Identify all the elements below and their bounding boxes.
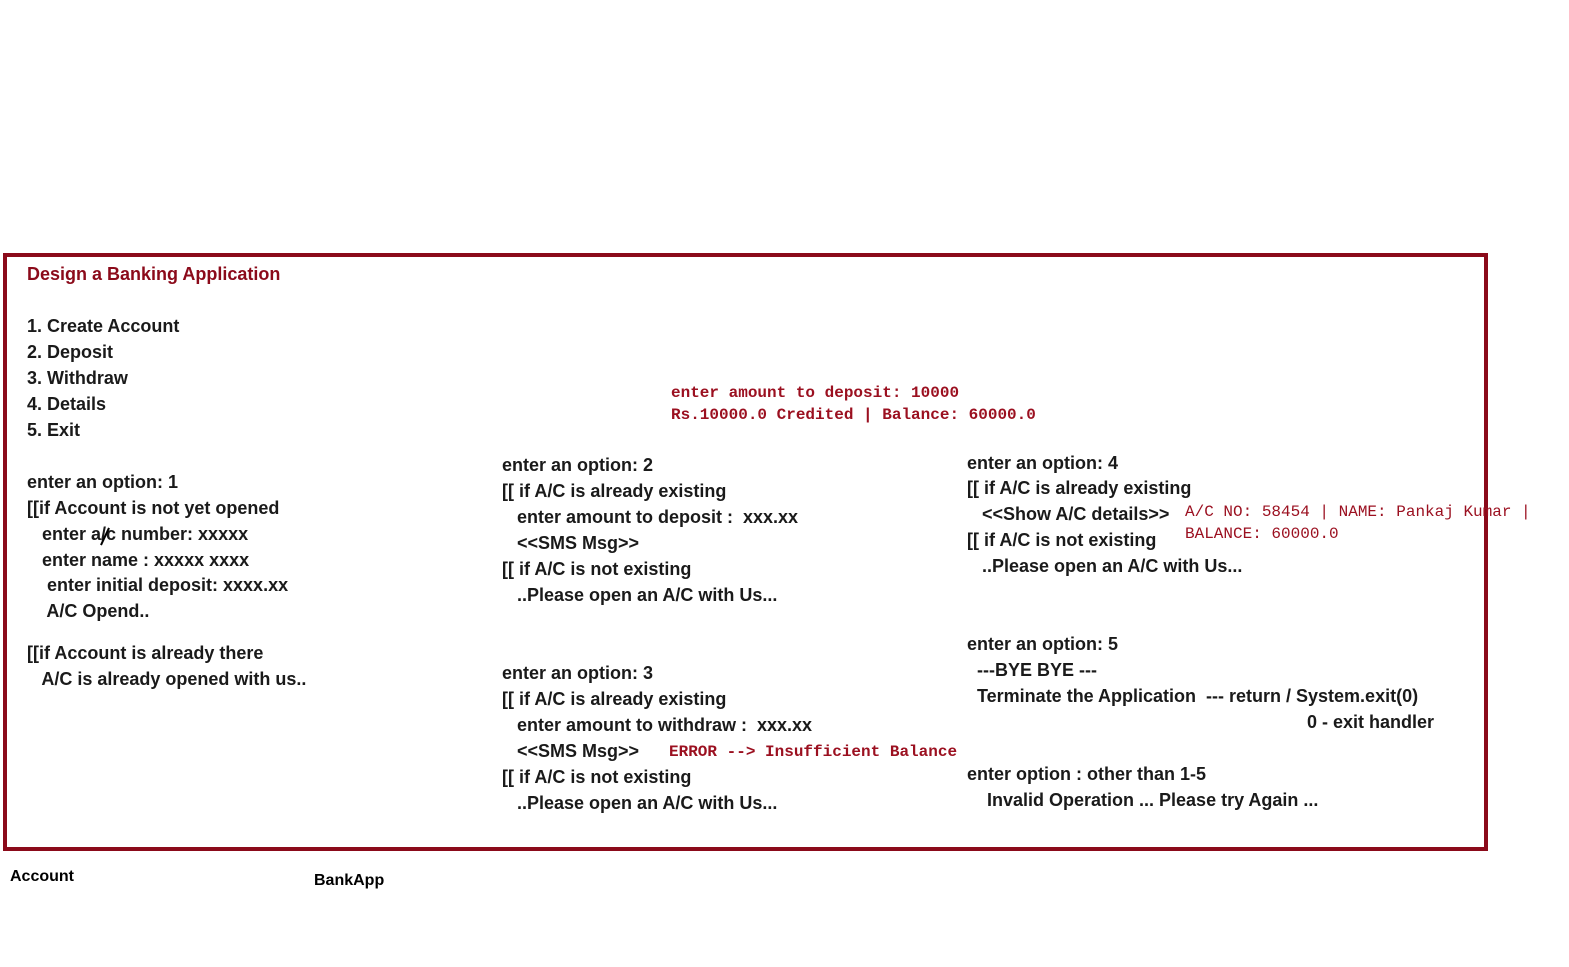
menu-item-withdraw: 3. Withdraw bbox=[27, 368, 128, 388]
option4-line: <<Show A/C details>> bbox=[967, 504, 1170, 524]
option1-line: [[if Account is not yet opened bbox=[27, 498, 280, 518]
account-caption: Account bbox=[10, 868, 74, 885]
option2-line: enter amount to deposit : xxx.xx bbox=[502, 507, 799, 527]
option4-line: enter an option: 4 bbox=[967, 453, 1119, 473]
option2-line: [[ if A/C is not existing bbox=[502, 559, 692, 579]
application-frame bbox=[3, 253, 1488, 851]
option3-line: ..Please open an A/C with Us... bbox=[502, 793, 778, 813]
option3-line: enter an option: 3 bbox=[502, 663, 654, 683]
option3-line: <<SMS Msg>> bbox=[502, 741, 640, 761]
option4-line: ..Please open an A/C with Us... bbox=[967, 556, 1243, 576]
deposit-output-line: enter amount to deposit: 10000 bbox=[671, 384, 960, 402]
withdraw-error-message: ERROR --> Insufficient Balance bbox=[669, 743, 958, 761]
option2-line: <<SMS Msg>> bbox=[502, 533, 640, 553]
menu-item-create: 1. Create Account bbox=[27, 316, 180, 336]
option2-line: [[ if A/C is already existing bbox=[502, 481, 727, 501]
option2-line: enter an option: 2 bbox=[502, 455, 654, 475]
option1-already-line: [[if Account is already there bbox=[27, 643, 264, 663]
option1-line: A/C Opend.. bbox=[27, 601, 150, 621]
option1-line: enter a/c number: xxxxx bbox=[27, 524, 249, 544]
other-option-line: Invalid Operation ... Please try Again .… bbox=[967, 790, 1319, 810]
other-option-line: enter option : other than 1-5 bbox=[967, 764, 1207, 784]
exit-handler-note: 0 - exit handler bbox=[1307, 712, 1435, 732]
option3-line: [[ if A/C is already existing bbox=[502, 689, 727, 709]
bankapp-caption: BankApp bbox=[314, 872, 385, 889]
option1-line: enter an option: 1 bbox=[27, 472, 179, 492]
option5-line: ---BYE BYE --- bbox=[967, 660, 1097, 680]
option3-line: enter amount to withdraw : xxx.xx bbox=[502, 715, 813, 735]
menu-item-details: 4. Details bbox=[27, 394, 107, 414]
deposit-output-line: Rs.10000.0 Credited | Balance: 60000.0 bbox=[671, 406, 1036, 424]
option4-line: [[ if A/C is not existing bbox=[967, 530, 1157, 550]
menu-item-exit: 5. Exit bbox=[27, 420, 81, 440]
option1-line: enter initial deposit: xxxx.xx bbox=[27, 575, 289, 595]
option3-line: [[ if A/C is not existing bbox=[502, 767, 692, 787]
option2-line: ..Please open an A/C with Us... bbox=[502, 585, 778, 605]
option5-line: enter an option: 5 bbox=[967, 634, 1119, 654]
option1-line: enter name : xxxxx xxxx bbox=[27, 550, 250, 570]
option1-already-line: A/C is already opened with us.. bbox=[27, 669, 307, 689]
menu-item-deposit: 2. Deposit bbox=[27, 342, 114, 362]
page-title: Design a Banking Application bbox=[27, 264, 281, 284]
option5-line: Terminate the Application --- return / S… bbox=[967, 686, 1419, 706]
details-output-line: BALANCE: 60000.0 bbox=[1185, 525, 1339, 543]
details-output-line: A/C NO: 58454 | NAME: Pankaj Kumar | bbox=[1185, 503, 1531, 521]
option4-line: [[ if A/C is already existing bbox=[967, 478, 1192, 498]
